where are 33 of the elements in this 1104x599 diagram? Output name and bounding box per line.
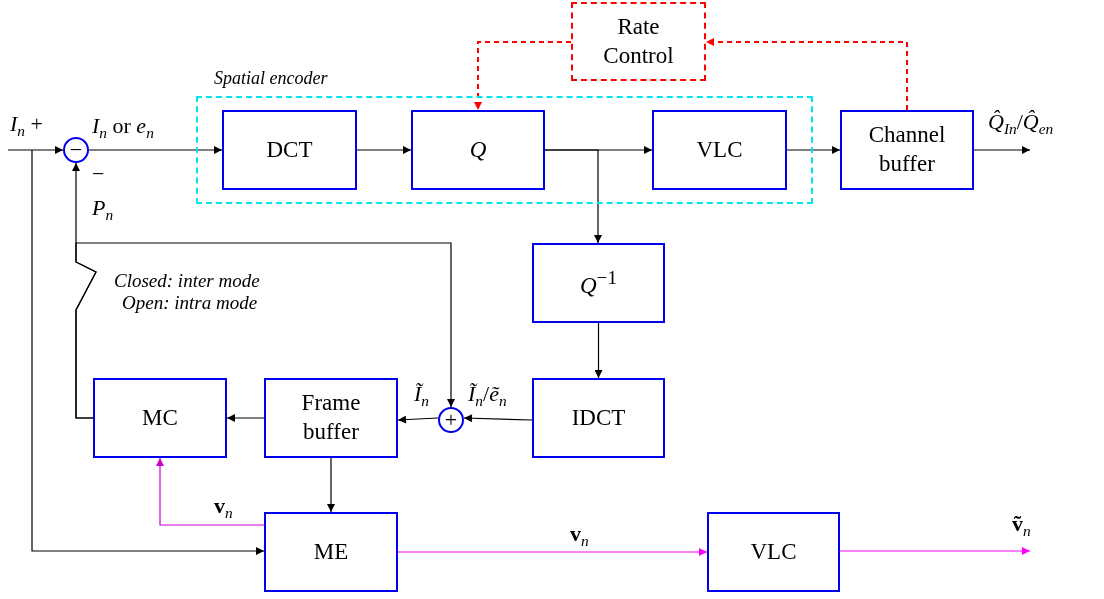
control-box: Rate Control [571, 2, 706, 81]
process-box: Frame buffer [264, 378, 398, 458]
arrow [31, 149, 265, 555]
process-box: Channel buffer [840, 110, 974, 190]
dashed-arrow [705, 38, 908, 111]
arrow [327, 457, 335, 513]
arrow [839, 547, 1031, 555]
process-box: Q$^{−1}$ [532, 243, 665, 323]
summing-junction: − [63, 137, 89, 163]
arrow [544, 149, 602, 244]
arrow [226, 414, 265, 422]
dashed-arrow [474, 41, 572, 111]
arrow [156, 457, 265, 526]
arrow [463, 414, 533, 423]
process-box: Q [411, 110, 545, 190]
process-box: DCT [222, 110, 357, 190]
arrow [397, 548, 708, 556]
arrow [75, 242, 455, 419]
summing-junction: + [438, 407, 464, 433]
process-box: MC [93, 378, 227, 458]
arrow [973, 146, 1031, 154]
process-box: VLC [652, 110, 787, 190]
arrow [7, 146, 64, 154]
arrow [356, 146, 412, 154]
arrow [786, 146, 841, 154]
arrow [594, 322, 603, 379]
process-box: ME [264, 512, 398, 592]
arrow [397, 415, 439, 424]
arrow [88, 146, 223, 154]
group-heading: Spatial encoder [214, 68, 328, 89]
process-box: VLC [707, 512, 840, 592]
sign-label: − [91, 162, 106, 186]
process-box: IDCT [532, 378, 665, 458]
